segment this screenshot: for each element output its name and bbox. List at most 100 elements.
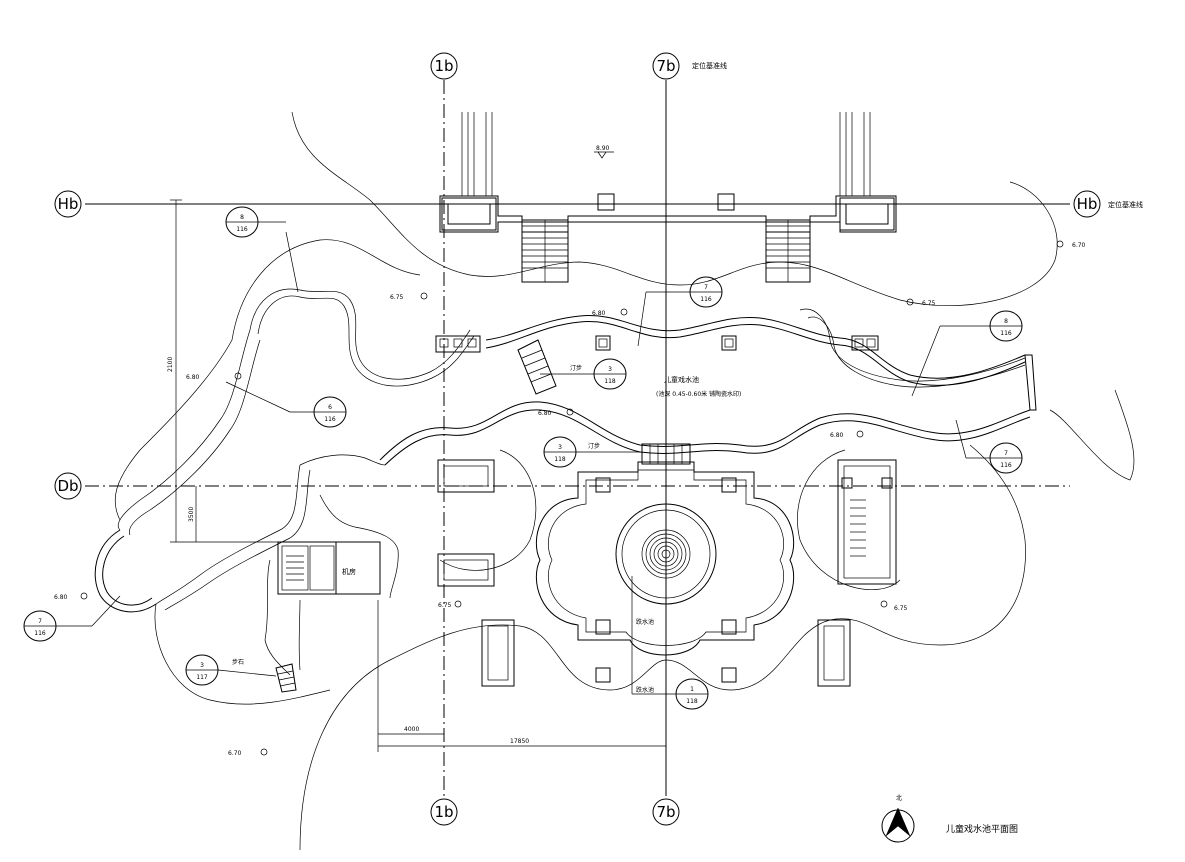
level-marker-675-bottom: 6.75 bbox=[438, 600, 462, 609]
ref-bubble-8-116-right: 8 116 bbox=[911, 310, 1023, 397]
sw-island bbox=[154, 603, 331, 705]
planter-4 bbox=[817, 619, 851, 687]
left-lobe-outer bbox=[94, 529, 157, 613]
dim-2100: 2100 bbox=[167, 357, 174, 372]
upper-lawn-edge bbox=[291, 111, 1058, 306]
rock-bank-left bbox=[117, 329, 251, 531]
svg-text:117: 117 bbox=[196, 674, 208, 681]
svg-text:116: 116 bbox=[700, 296, 712, 303]
axis-bubble-1b-bottom: 1b bbox=[430, 798, 458, 826]
rock-bank-left-inner bbox=[129, 339, 261, 536]
svg-text:6.70: 6.70 bbox=[1072, 242, 1086, 249]
level-marker-680-left: 6.80 bbox=[186, 372, 242, 381]
svg-text:1b: 1b bbox=[434, 57, 453, 75]
axis-lines bbox=[85, 80, 1070, 796]
svg-text:Db: Db bbox=[57, 477, 78, 495]
ref-bubble-3-118-lower: 3 118 bbox=[543, 436, 642, 468]
rock-bank-machine bbox=[319, 494, 399, 599]
terrace-wall bbox=[439, 195, 897, 233]
ref-bubble-7-116-right: 7 116 bbox=[955, 419, 1023, 474]
svg-text:Hb: Hb bbox=[1077, 195, 1098, 213]
level-marker-890: 8.90 bbox=[594, 145, 614, 159]
pillar-frame-right bbox=[839, 197, 895, 231]
north-arrow-icon: 北 bbox=[881, 794, 915, 843]
stepping-stones bbox=[275, 339, 691, 693]
ref-bubble-7-116-left: 7 116 bbox=[23, 595, 121, 642]
svg-text:116: 116 bbox=[34, 630, 46, 637]
right-stair-tower bbox=[837, 459, 897, 585]
top-structures bbox=[439, 112, 897, 283]
bu-shi-label: 步石 bbox=[232, 658, 244, 666]
ref-bubble-7-116-top: 7 116 bbox=[637, 276, 723, 347]
rock-bank-mid-inner bbox=[164, 469, 311, 611]
level-marker-680-right: 6.80 bbox=[830, 430, 864, 439]
svg-text:Hb: Hb bbox=[58, 195, 79, 213]
svg-text:8: 8 bbox=[240, 214, 244, 221]
level-marker-675-left: 6.75 bbox=[390, 292, 428, 301]
svg-text:6.80: 6.80 bbox=[186, 374, 200, 381]
stream-end bbox=[1024, 354, 1037, 411]
axis-bubble-7b-bottom: 7b bbox=[652, 798, 680, 826]
ref-bubble-6-116: 6 116 bbox=[225, 381, 347, 428]
lower-lawn-edge bbox=[299, 444, 1026, 851]
svg-text:6.80: 6.80 bbox=[54, 594, 68, 601]
dim-17850: 17850 bbox=[510, 738, 529, 745]
pillar-frame-left bbox=[441, 197, 497, 231]
post-1 bbox=[597, 193, 615, 211]
svg-text:7b: 7b bbox=[656, 57, 675, 75]
pool-name-label: 儿童戏水池 bbox=[664, 375, 699, 384]
level-marker-680-sw: 6.80 bbox=[54, 592, 88, 601]
svg-text:118: 118 bbox=[604, 378, 616, 385]
axis-bubble-hb-right: Hb bbox=[1073, 190, 1101, 218]
svg-text:6.75: 6.75 bbox=[438, 602, 452, 609]
axis-bubble-hb-left: Hb bbox=[54, 190, 82, 218]
level-marker-680-mid: 6.80 bbox=[592, 308, 628, 317]
axis-bubble-db-left: Db bbox=[54, 472, 82, 500]
ref-bubble-8-116-left: 8 116 bbox=[225, 206, 299, 293]
svg-text:7: 7 bbox=[1004, 450, 1008, 457]
pool-depth-note: (池深 0.45-0.60米 铺陶瓷水印) bbox=[656, 390, 741, 398]
stream-lower-edge-2 bbox=[384, 409, 1031, 466]
level-marker-670-right: 6.70 bbox=[1056, 240, 1086, 249]
svg-text:116: 116 bbox=[236, 226, 248, 233]
jump-pool-label-2: 跌水池 bbox=[636, 686, 654, 694]
pillar-frame-left-inner bbox=[447, 203, 491, 225]
drawing-title: 儿童戏水池平面图 bbox=[946, 823, 1018, 835]
post-2 bbox=[717, 193, 735, 211]
jump-pool-label: 跌水池 bbox=[636, 618, 654, 626]
ting-bu-label-1: 汀步 bbox=[570, 364, 582, 372]
machine-room-label: 机房 bbox=[342, 567, 356, 576]
level-marker-675-se: 6.75 bbox=[880, 600, 908, 612]
svg-text:6.75: 6.75 bbox=[390, 294, 404, 301]
svg-text:6.70: 6.70 bbox=[228, 750, 242, 757]
svg-text:6.80: 6.80 bbox=[538, 410, 552, 417]
ting-bu-label-2: 汀步 bbox=[588, 442, 600, 450]
svg-text:7: 7 bbox=[704, 284, 708, 291]
planters bbox=[437, 459, 851, 687]
svg-text:3: 3 bbox=[200, 662, 204, 669]
central-fountain bbox=[535, 461, 795, 656]
svg-text:116: 116 bbox=[1000, 330, 1012, 337]
right-island bbox=[797, 449, 901, 590]
machine-room-plan bbox=[277, 541, 381, 595]
planter-2 bbox=[437, 553, 495, 587]
dim-3500: 3500 bbox=[188, 507, 195, 522]
ref-bubble-3-117: 3 117 bbox=[185, 654, 277, 686]
rock-bank-upper-left-inner bbox=[257, 295, 475, 387]
rock-path-left bbox=[264, 559, 291, 676]
stepping-stones-upper bbox=[517, 339, 557, 395]
svg-text:7b: 7b bbox=[656, 803, 675, 821]
rock-bank-mid bbox=[155, 464, 301, 605]
svg-text:118: 118 bbox=[686, 698, 698, 705]
svg-text:8: 8 bbox=[1004, 318, 1008, 325]
small-posts bbox=[435, 335, 879, 683]
level-marker-670-sw: 6.70 bbox=[228, 748, 268, 757]
stepping-stones-center bbox=[641, 443, 691, 465]
left-pool-lobe bbox=[94, 529, 157, 613]
svg-text:6.75: 6.75 bbox=[922, 300, 936, 307]
datum-label-right: 定位基准线 bbox=[1108, 200, 1143, 209]
right-lawn-edge bbox=[1049, 389, 1135, 481]
svg-text:1: 1 bbox=[690, 686, 694, 693]
left-island-side bbox=[114, 339, 233, 521]
svg-text:6: 6 bbox=[328, 404, 332, 411]
